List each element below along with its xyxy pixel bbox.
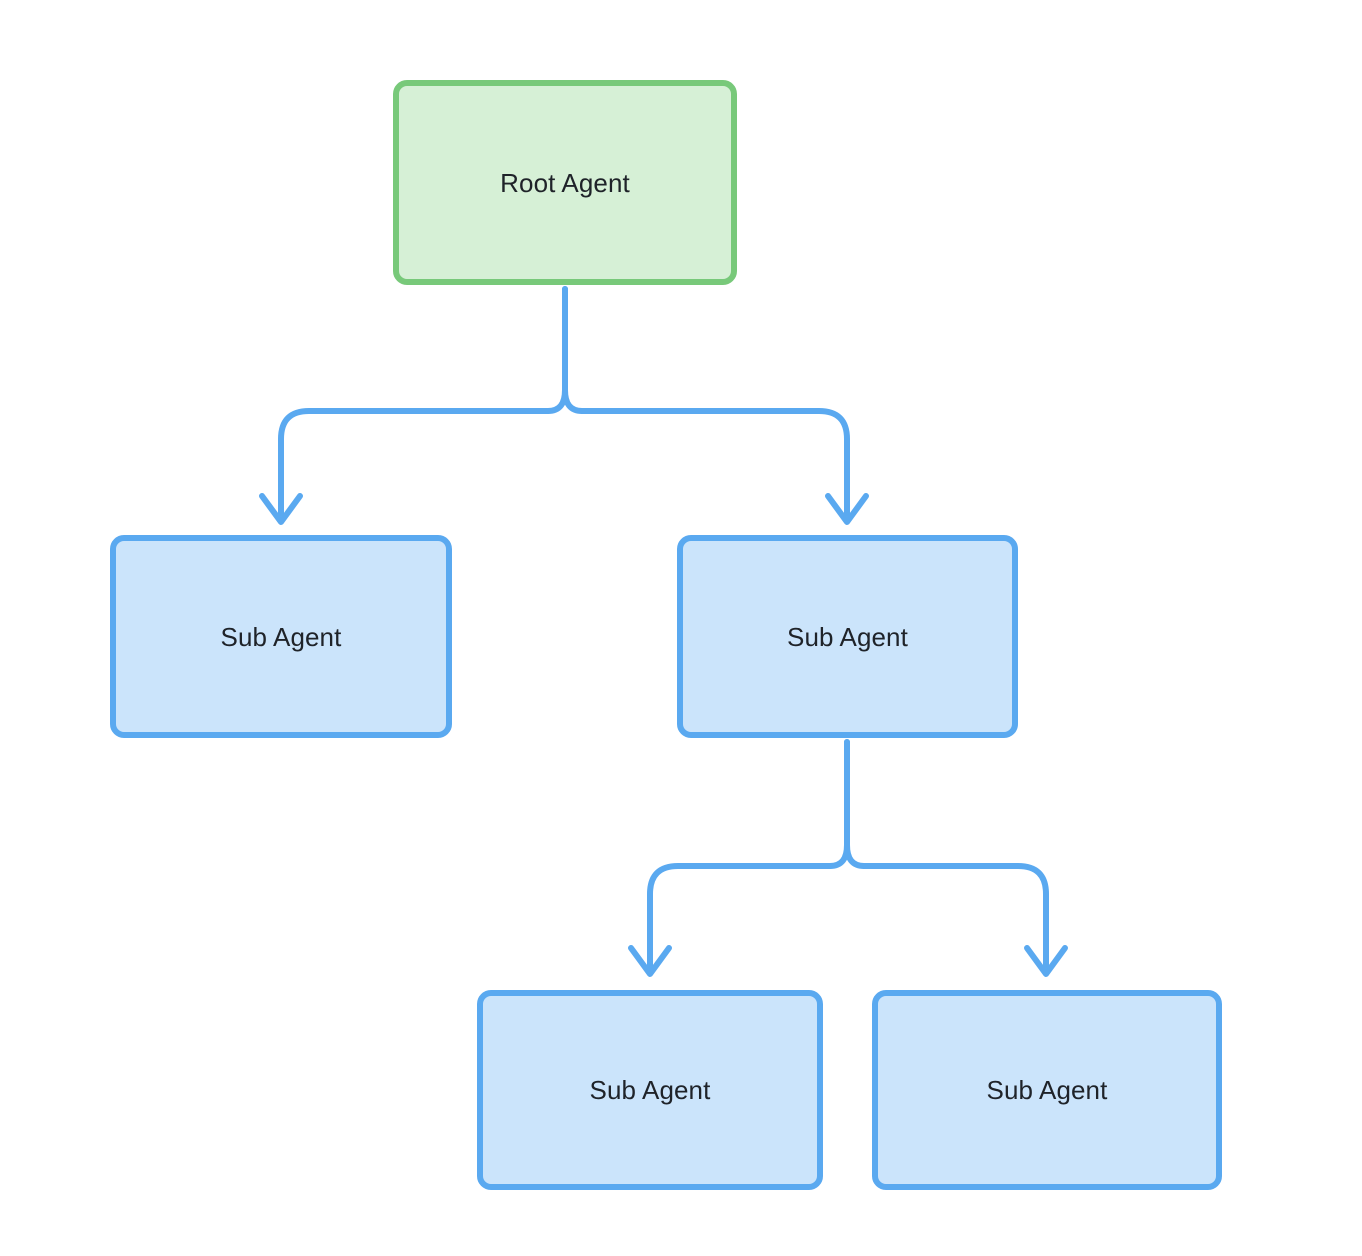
node-root-agent[interactable]: Root Agent xyxy=(393,80,737,285)
node-sub-agent-2[interactable]: Sub Agent xyxy=(677,535,1018,738)
node-sub-agent-4-label: Sub Agent xyxy=(986,1075,1108,1105)
node-sub-agent-3[interactable]: Sub Agent xyxy=(477,990,823,1190)
edge-sub2-trunk xyxy=(827,739,850,869)
arrowhead-sub2-to-sub3 xyxy=(628,945,672,977)
edge-root-to-sub2 xyxy=(579,408,850,517)
arrowhead-sub2-to-sub4 xyxy=(1024,945,1068,977)
arrowhead-root-to-sub2 xyxy=(825,493,869,525)
node-root-agent-label: Root Agent xyxy=(500,167,630,198)
edge-sub2-trunk-right xyxy=(844,739,867,869)
edge-sub2-to-sub3 xyxy=(647,863,833,969)
node-sub-agent-2-label: Sub Agent xyxy=(787,621,908,652)
edge-root-to-sub1 xyxy=(278,408,551,517)
node-sub-agent-4[interactable]: Sub Agent xyxy=(872,990,1222,1190)
node-sub-agent-1[interactable]: Sub Agent xyxy=(110,535,452,738)
edge-root-trunk xyxy=(545,286,568,414)
arrowhead-root-to-sub1 xyxy=(259,493,303,525)
node-sub-agent-3-label: Sub Agent xyxy=(589,1075,711,1105)
edge-root-trunk-right xyxy=(562,286,585,414)
node-sub-agent-1-label: Sub Agent xyxy=(220,621,342,652)
edge-sub2-to-sub4 xyxy=(861,863,1049,969)
